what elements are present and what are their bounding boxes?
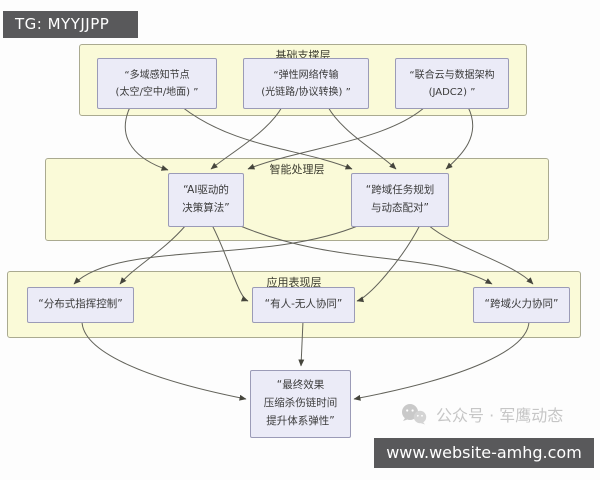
edge-network-tasking <box>327 106 397 170</box>
node-text: “分布式指挥控制” <box>38 298 123 311</box>
node-text: 压缩杀伤链时间 <box>263 397 338 410</box>
node-text: “多域感知节点 <box>124 69 190 81</box>
telegram-badge: TG: MYYJJPP <box>3 11 138 38</box>
node-resilient-network: “弹性网络传输 (光链路/协议转换) ” <box>243 58 369 109</box>
node-text: 与动态配对” <box>371 202 429 214</box>
layer-application-label: 应用表现层 <box>266 276 322 289</box>
edge-sensing-tasking <box>181 106 353 170</box>
edge-mumt-final <box>298 320 305 367</box>
node-text: “联合云与数据架构 <box>409 69 495 81</box>
edge-tasking-mumt <box>356 224 421 303</box>
layer-processing-label: 智能处理层 <box>269 163 325 176</box>
node-crossdomain-fires: “跨域火力协同” <box>473 287 570 323</box>
node-crossdomain-tasking: “跨域任务规划 与动态配对” <box>351 173 449 227</box>
node-text: (JADC2) ” <box>428 86 476 98</box>
website-watermark: www.website-amhg.com <box>374 438 594 468</box>
node-text: “AI驱动的 <box>183 184 229 197</box>
node-distributed-c2: “分布式指挥控制” <box>27 287 134 323</box>
node-text: 提升体系弹性” <box>266 414 335 427</box>
node-final-effect: “最终效果 压缩杀伤链时间 提升体系弹性” <box>250 370 351 438</box>
edge-cloud-tasking <box>445 106 474 170</box>
node-text: “跨域任务规划 <box>365 184 435 197</box>
node-text: “有人-无人协同” <box>264 298 343 311</box>
wechat-watermark: 公众号 · 军鹰动态 <box>399 401 563 427</box>
edge-sensing-ai <box>124 106 169 171</box>
node-multidomain-sensing: “多域感知节点 (太空/空中/地面) ” <box>97 58 217 109</box>
layer-processing: 智能处理层 <box>45 158 549 241</box>
edge-network-ai <box>210 106 283 170</box>
node-text: “弹性网络传输 <box>273 69 339 81</box>
node-text: “跨域火力协同” <box>484 298 559 311</box>
edge-fires-final <box>353 320 530 401</box>
node-manned-unmanned: “有人-无人协同” <box>252 287 355 323</box>
node-text: “最终效果 <box>276 379 325 392</box>
edge-tasking-c2 <box>73 224 361 285</box>
edge-c2-final <box>81 320 247 401</box>
wechat-icon <box>402 404 427 425</box>
node-text: (光链路/协议转换) ” <box>261 86 351 98</box>
wechat-watermark-label: 公众号 · 军鹰动态 <box>436 406 564 425</box>
edge-ai-mumt <box>211 224 249 302</box>
edge-cloud-ai <box>247 106 426 170</box>
edge-ai-fires <box>237 224 493 285</box>
node-text: 决策算法” <box>182 202 230 214</box>
node-ai-decision: “AI驱动的 决策算法” <box>168 173 244 227</box>
node-joint-cloud-jadc2: “联合云与数据架构 (JADC2) ” <box>395 58 509 109</box>
edge-tasking-fires <box>427 224 534 285</box>
node-text: (太空/空中/地面) ” <box>115 86 199 98</box>
